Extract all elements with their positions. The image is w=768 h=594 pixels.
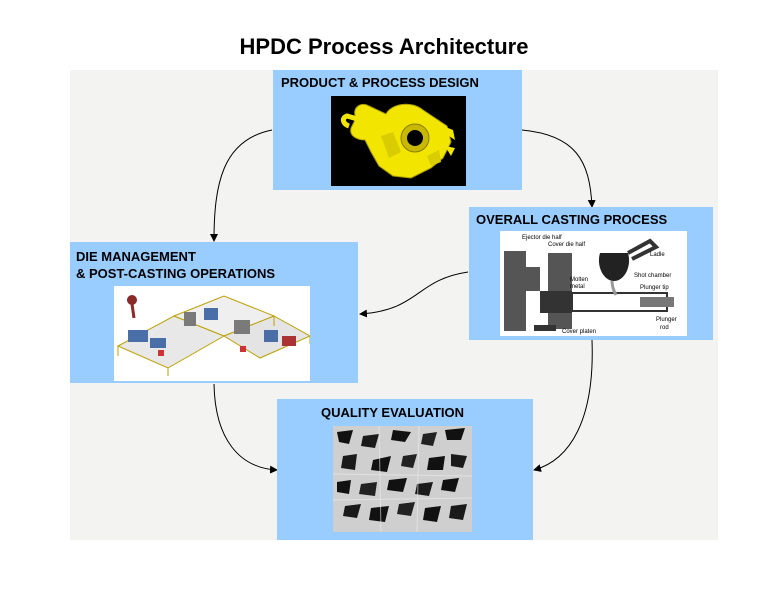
production-cell-image xyxy=(114,286,310,381)
label-ejector-die-half: Ejector die half xyxy=(522,235,562,241)
arrow-design-to-die xyxy=(210,129,273,242)
arrow-die-to-quality xyxy=(213,383,278,474)
node-design-label: PRODUCT & PROCESS DESIGN xyxy=(281,75,479,90)
microstructure-image xyxy=(333,426,472,532)
label-rod: rod xyxy=(660,325,669,331)
label-shot-chamber: Shot chamber xyxy=(634,273,671,279)
node-overall-casting-process: OVERALL CASTING PROCESS Ejector die half… xyxy=(469,207,713,340)
label-plunger-tip: Plunger tip xyxy=(640,285,669,291)
label-plunger: Plunger xyxy=(656,317,677,323)
casting-part-image xyxy=(331,96,466,186)
label-cover-platen: Cover platen xyxy=(562,329,596,335)
node-quality-label: QUALITY EVALUATION xyxy=(321,405,464,420)
label-molten: Molten xyxy=(570,277,588,283)
label-ladle: Ladle xyxy=(650,252,665,258)
label-metal: metal xyxy=(570,284,585,290)
arrow-casting-to-quality xyxy=(533,339,593,472)
node-die-label-line2: & POST-CASTING OPERATIONS xyxy=(76,266,276,281)
arrow-design-to-casting xyxy=(521,129,596,208)
arrow-casting-to-die xyxy=(359,271,469,318)
node-casting-label: OVERALL CASTING PROCESS xyxy=(476,212,668,227)
node-die-label-line1: DIE MANAGEMENT xyxy=(76,249,196,264)
node-die-management: DIE MANAGEMENT & POST-CASTING OPERATIONS xyxy=(70,242,358,383)
node-quality-evaluation: QUALITY EVALUATION xyxy=(277,399,533,540)
diagram-title: HPDC Process Architecture xyxy=(239,34,529,59)
label-cover-die-half: Cover die half xyxy=(548,242,585,248)
die-casting-schematic: Ejector die half Cover die half Ladle Mo… xyxy=(500,231,687,336)
node-product-process-design: PRODUCT & PROCESS DESIGN xyxy=(273,70,522,190)
